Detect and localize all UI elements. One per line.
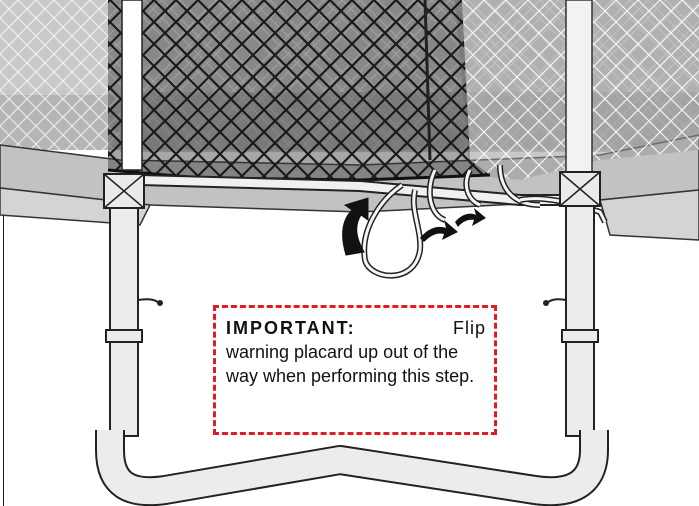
important-notice: IMPORTANT: Flip warning placard up out o… [213, 305, 497, 435]
u-leg [110, 430, 594, 491]
notice-heading: IMPORTANT: [226, 316, 356, 340]
left-post [104, 174, 163, 436]
notice-body: warning placard up out of the way when p… [226, 340, 486, 388]
notice-first-word: Flip [453, 316, 486, 340]
net-panel-left [108, 0, 490, 180]
curved-arrow-icon [420, 208, 486, 242]
notice-first-line: IMPORTANT: Flip [226, 316, 486, 340]
right-post [543, 172, 600, 436]
net-panel-right [455, 0, 699, 180]
